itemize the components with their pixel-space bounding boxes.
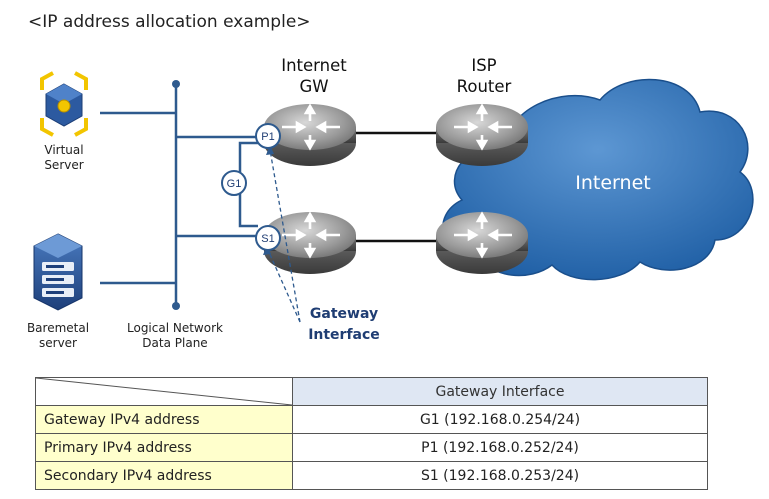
internet-gw-label: Internet GW xyxy=(281,56,347,96)
table-row: Secondary IPv4 address S1 (192.168.0.253… xyxy=(35,461,708,490)
internet-gw-router-1-icon xyxy=(264,103,356,166)
table-column-header: Gateway Interface xyxy=(292,377,708,406)
isp-router-2-icon xyxy=(436,211,528,274)
diagram-title: <IP address allocation example> xyxy=(28,12,311,32)
baremetal-server-icon xyxy=(33,233,83,311)
gateway-interface-pointers xyxy=(267,149,301,323)
virtual-server-label: Virtual Server xyxy=(44,143,84,172)
ip-allocation-table: Gateway Interface Gateway IPv4 address G… xyxy=(35,377,708,490)
interface-p1-label: P1 xyxy=(261,131,274,143)
bus-node-bottom xyxy=(172,302,180,310)
table-row: Primary IPv4 address P1 (192.168.0.252/2… xyxy=(35,433,708,462)
bus-node-top xyxy=(172,80,180,88)
row-value: S1 (192.168.0.253/24) xyxy=(292,461,708,490)
interface-p1-circle xyxy=(255,123,281,149)
interface-s1-circle xyxy=(255,225,281,251)
table-corner-cell xyxy=(35,377,293,406)
logical-network-label: Logical Network Data Plane xyxy=(127,321,223,350)
row-label: Gateway IPv4 address xyxy=(35,405,293,434)
row-value: G1 (192.168.0.254/24) xyxy=(292,405,708,434)
table-header-row: Gateway Interface xyxy=(35,377,708,406)
internet-gw-router-2-icon xyxy=(264,211,356,274)
row-value: P1 (192.168.0.252/24) xyxy=(292,433,708,462)
isp-router-1-icon xyxy=(436,103,528,166)
pointer-arrowhead-p1 xyxy=(266,145,274,155)
row-label: Primary IPv4 address xyxy=(35,433,293,462)
baremetal-server-label: Baremetal server xyxy=(26,321,90,350)
interface-g1-circle xyxy=(221,170,247,196)
row-label: Secondary IPv4 address xyxy=(35,461,293,490)
virtual-server-icon xyxy=(40,71,88,137)
interface-s1-label: S1 xyxy=(261,233,274,245)
network-diagram: P1 G1 S1 Internet xyxy=(33,71,754,323)
isp-router-label: ISP Router xyxy=(456,56,512,96)
interface-g1-label: G1 xyxy=(227,178,242,190)
gateway-interface-label: Gateway Interface xyxy=(308,306,380,343)
table-row: Gateway IPv4 address G1 (192.168.0.254/2… xyxy=(35,405,708,434)
internet-cloud-label: Internet xyxy=(575,172,650,194)
corner-diagonal xyxy=(36,378,292,405)
